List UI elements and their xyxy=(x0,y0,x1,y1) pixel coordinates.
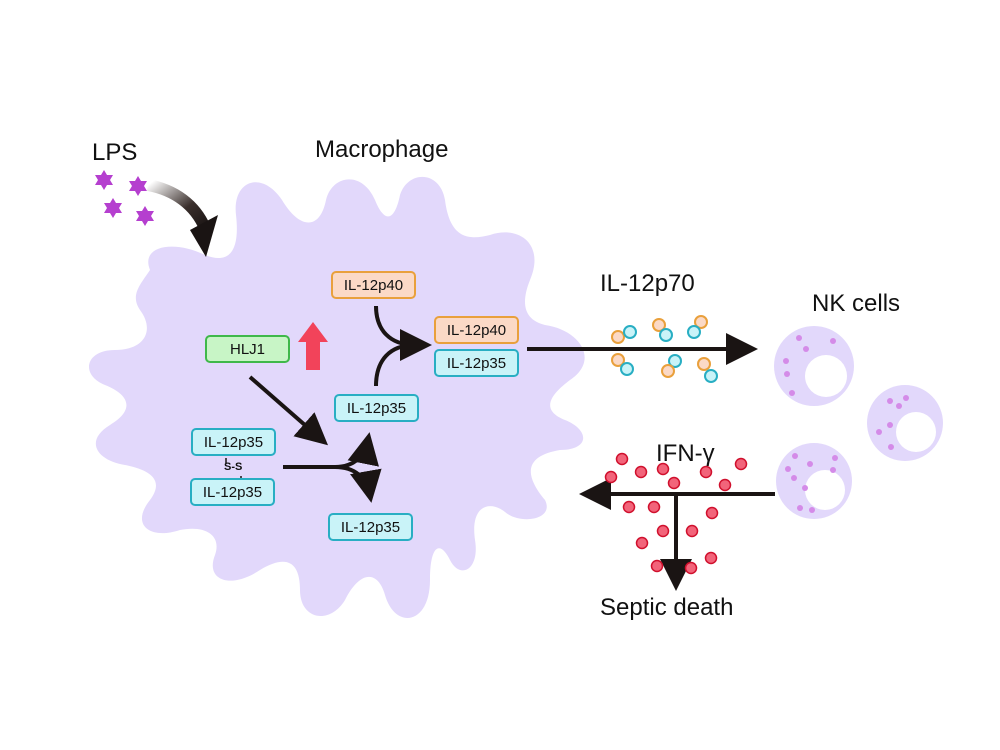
hlj1-box: HLJ1 xyxy=(205,335,290,363)
macrophage-label: Macrophage xyxy=(315,136,449,163)
lps-star xyxy=(104,198,122,218)
nk-cell xyxy=(774,326,854,406)
lps-star xyxy=(136,206,154,226)
ifn-gamma-molecules xyxy=(604,452,748,575)
il12p70-pair xyxy=(661,354,682,378)
il12p35-monomer-box: IL-12p35 xyxy=(334,394,419,422)
il12p70-pair xyxy=(611,325,637,344)
lps-star xyxy=(129,176,147,196)
il12p70-pair xyxy=(652,318,673,342)
il12p70-molecules xyxy=(611,315,718,383)
il12p70-label: IL-12p70 xyxy=(600,270,695,297)
lps-molecules xyxy=(95,170,154,226)
lps-entry-arrow xyxy=(146,179,211,231)
hlj1-promotes-arrow xyxy=(248,375,329,446)
lps-label: LPS xyxy=(92,139,138,166)
nk-cell xyxy=(867,385,943,461)
lps-star xyxy=(95,170,113,190)
split-down-arrow xyxy=(334,465,382,503)
il12p40-box: IL-12p40 xyxy=(331,271,416,299)
il12p70-pair xyxy=(611,353,634,376)
upregulation-arrow-icon xyxy=(298,322,328,370)
il12p70-pair xyxy=(687,315,708,339)
septic-death-label: Septic death xyxy=(600,594,734,621)
il12p35-dimer-top: IL-12p35 xyxy=(191,428,276,456)
il12p70-p35-subunit: IL-12p35 xyxy=(434,349,519,377)
ifn-gamma-label: IFN-γ xyxy=(656,440,715,467)
nk-cell xyxy=(776,443,852,519)
lps-entry-arrowhead xyxy=(190,215,218,257)
disulfide-bond-label: S-S xyxy=(224,461,243,473)
il12p70-p40-subunit: IL-12p40 xyxy=(434,316,519,344)
il12p70-pair xyxy=(697,357,718,383)
nk-cells-label: NK cells xyxy=(812,290,901,317)
il12p35-free-box: IL-12p35 xyxy=(328,513,413,541)
il12p35-dimer-bottom: IL-12p35 xyxy=(190,478,275,506)
